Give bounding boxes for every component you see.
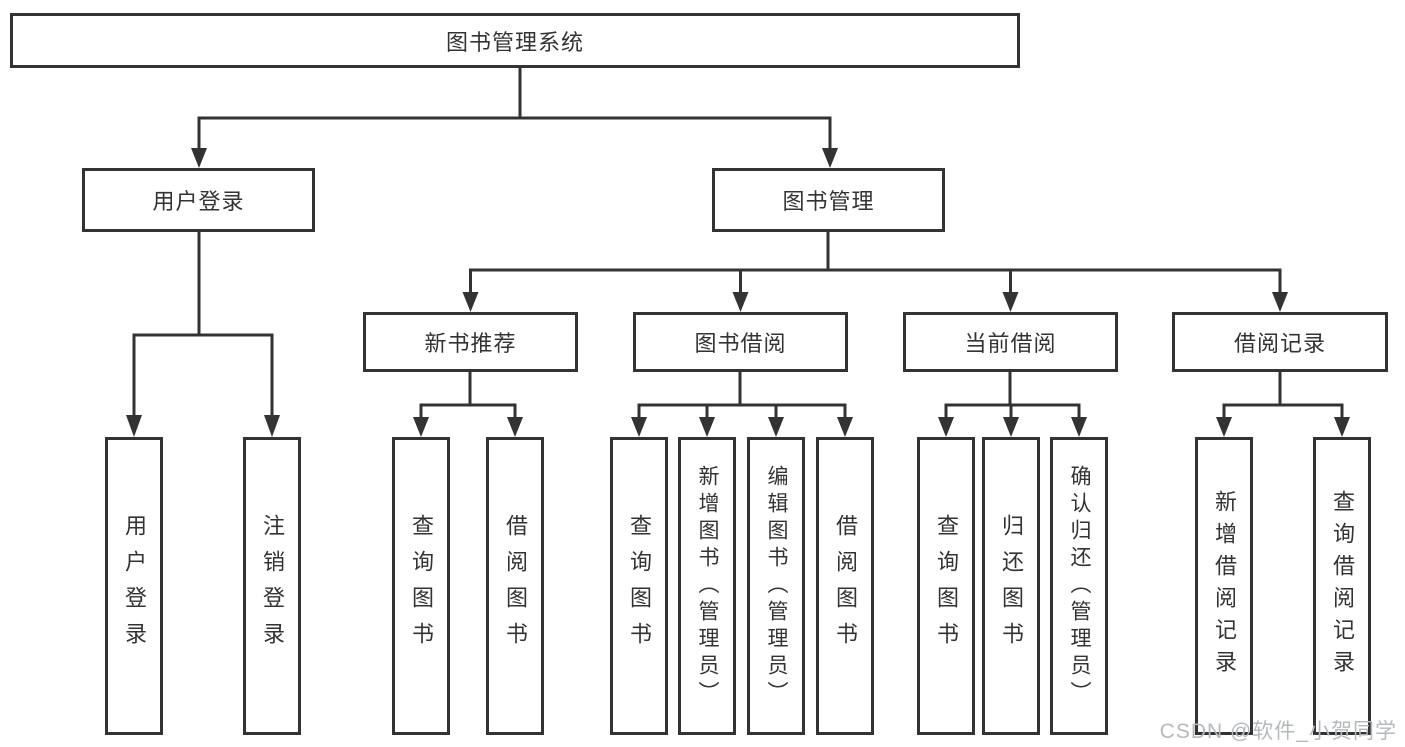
leaf-logout-login: 注销登录 — [243, 437, 301, 735]
csdn-watermark: CSDN @软件_小贺同学 — [1159, 720, 1397, 743]
leaf-label: 归还图书 — [999, 514, 1024, 658]
node-current-borrow: 当前借阅 — [903, 312, 1118, 372]
leaf-recommend-query-book: 查询图书 — [392, 437, 450, 735]
leaf-current-confirm-return-admin: 确认归还（管理员） — [1050, 437, 1108, 735]
leaf-borrow-add-book-admin: 新增图书（管理员） — [678, 437, 736, 735]
node-new-book-recommend: 新书推荐 — [363, 312, 578, 372]
leaf-label: 查询借阅记录 — [1330, 490, 1355, 682]
node-system-root: 图书管理系统 — [10, 13, 1020, 68]
leaf-borrow-query-book: 查询图书 — [610, 437, 668, 735]
node-borrow-records: 借阅记录 — [1172, 312, 1388, 372]
leaf-label: 编辑图书（管理员） — [765, 464, 788, 708]
connector-segments — [132, 68, 1344, 419]
arrowhead-icons — [126, 148, 1350, 437]
leaf-user-login: 用户登录 — [105, 437, 163, 735]
leaf-recommend-borrow-book: 借阅图书 — [486, 437, 544, 735]
leaf-records-query-record: 查询借阅记录 — [1313, 437, 1371, 735]
leaf-label: 借阅图书 — [503, 514, 528, 658]
leaf-label: 用户登录 — [122, 514, 147, 658]
leaf-label: 查询图书 — [934, 514, 959, 658]
node-book-management: 图书管理 — [712, 168, 945, 232]
leaf-label: 借阅图书 — [833, 514, 858, 658]
leaf-borrow-borrow-book: 借阅图书 — [816, 437, 874, 735]
leaf-label: 新增借阅记录 — [1212, 490, 1237, 682]
leaf-label: 查询图书 — [409, 514, 434, 658]
node-book-borrow: 图书借阅 — [633, 312, 848, 372]
leaf-label: 查询图书 — [627, 514, 652, 658]
leaf-records-add-record: 新增借阅记录 — [1195, 437, 1253, 735]
leaf-label: 新增图书（管理员） — [696, 464, 719, 708]
leaf-current-return-book: 归还图书 — [982, 437, 1040, 735]
leaf-current-query-book: 查询图书 — [917, 437, 975, 735]
leaf-label: 注销登录 — [260, 514, 285, 658]
leaf-borrow-edit-book-admin: 编辑图书（管理员） — [747, 437, 805, 735]
node-user-login: 用户登录 — [82, 168, 315, 232]
leaf-label: 确认归还（管理员） — [1068, 464, 1091, 708]
